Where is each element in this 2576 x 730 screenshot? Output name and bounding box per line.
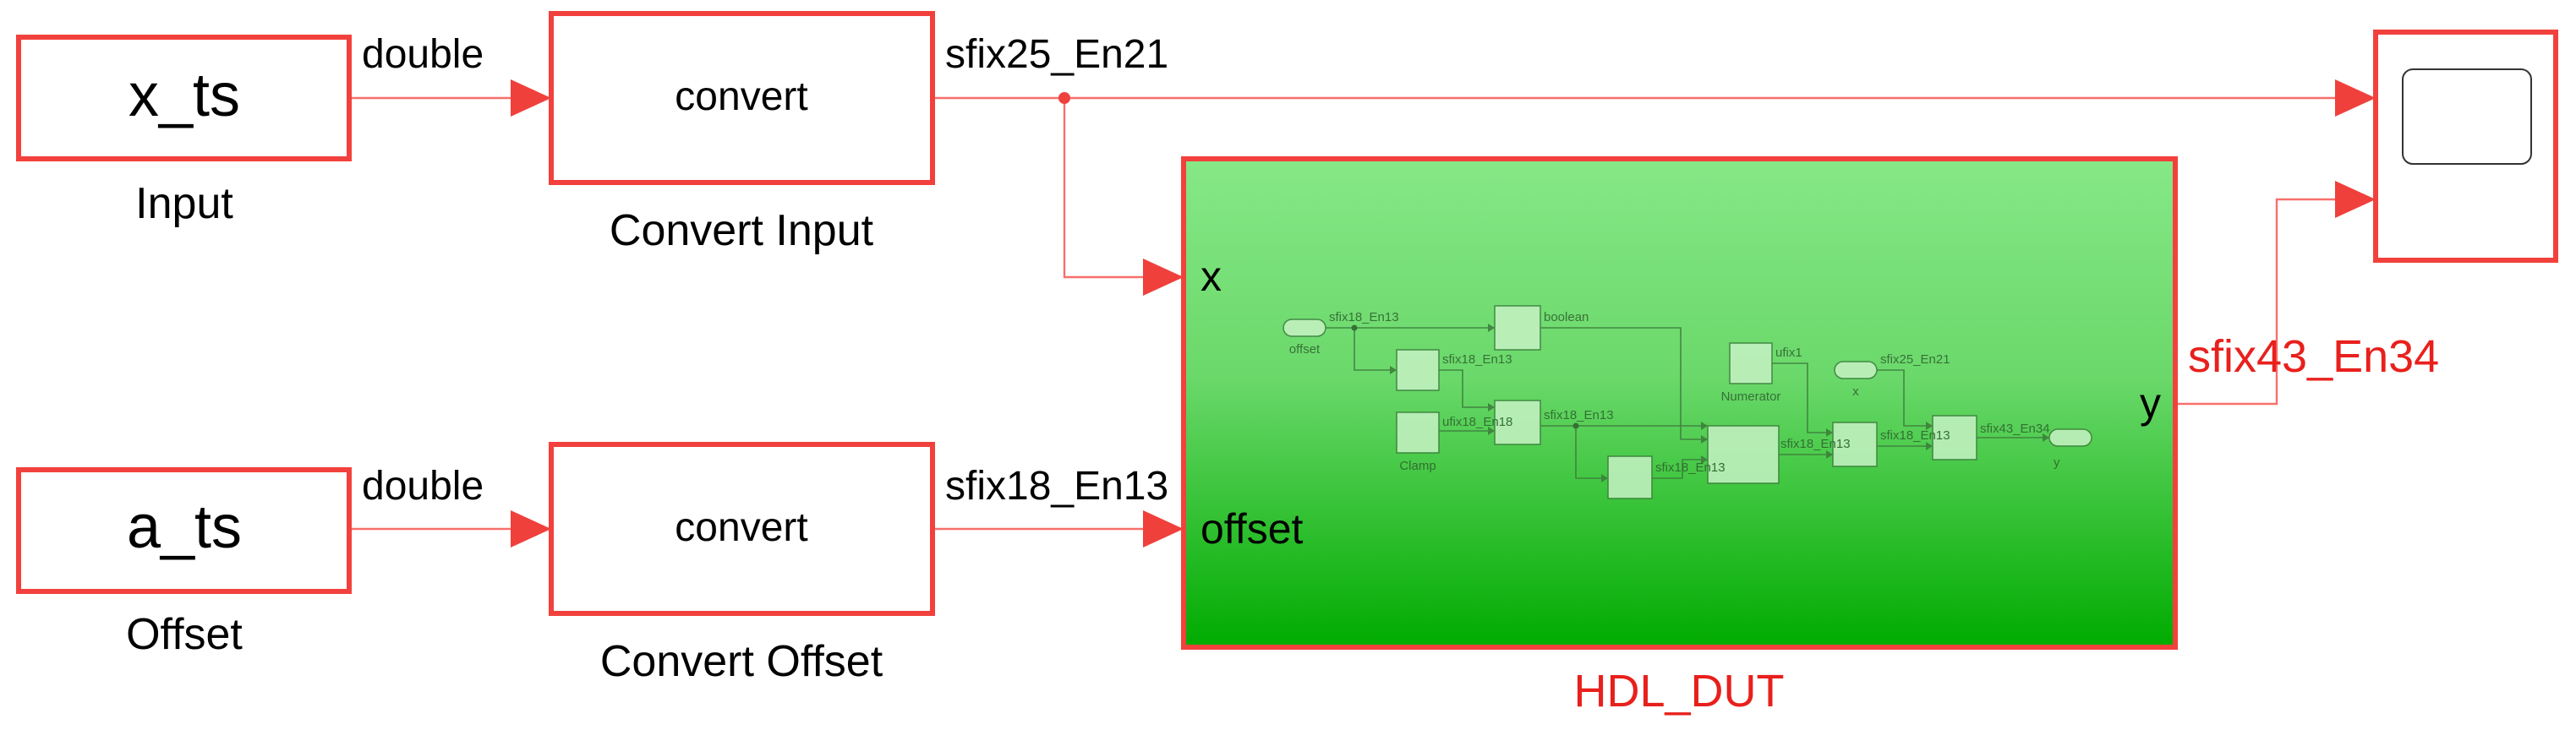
convert-input-block-label: convert — [675, 74, 807, 119]
dut-port-offset-label: offset — [1200, 505, 1303, 553]
inner-wire-b1-to-add — [1439, 369, 1495, 408]
inner-label-mult-out: sfix43_En34 — [1980, 422, 2050, 436]
inner-arrow-13 — [2043, 433, 2049, 442]
x-ts-block[interactable] — [16, 35, 352, 161]
inner-arrow-11 — [1926, 422, 1933, 430]
inner-arrow-9 — [1826, 428, 1833, 437]
inner-numerator-label: Numerator — [1721, 390, 1781, 404]
inner-label-mux-out: sfix18_En13 — [1780, 437, 1851, 451]
inner-arrow-10 — [1826, 450, 1833, 459]
inner-wire-numerator — [1772, 362, 1833, 433]
dut-port-x-label: x — [1200, 253, 1222, 300]
inner-label-clamp-out: ufix18_En18 — [1442, 415, 1512, 429]
convert-offset-caption: Convert Offset — [600, 637, 883, 686]
a-ts-caption: Offset — [126, 610, 243, 659]
inner-wire-branch-down — [1354, 328, 1397, 371]
inner-branch-2 — [1572, 422, 1579, 429]
inner-arrow-12 — [1926, 442, 1933, 450]
inner-block-b2 — [1607, 455, 1653, 499]
inner-inport-offset — [1283, 319, 1326, 337]
inner-branch-1 — [1351, 324, 1358, 331]
arrow-into-dut-x — [1143, 259, 1184, 296]
x-ts-caption: Input — [135, 179, 233, 228]
inner-inport-x — [1834, 361, 1878, 379]
dut-internal-preview: offset x y Clamp Numerator sfix18_En13 b… — [1283, 305, 2092, 499]
signal-label-a-double: double — [362, 464, 484, 509]
arrow-into-convert-input — [511, 79, 551, 117]
convert-input-caption: Convert Input — [610, 206, 874, 255]
arrow-into-scope-2 — [2335, 181, 2376, 218]
arrow-into-dut-offset — [1143, 510, 1184, 548]
inner-inport-offset-label: offset — [1289, 342, 1321, 357]
inner-arrow-8 — [1601, 474, 1608, 482]
a-ts-block[interactable] — [16, 467, 352, 594]
dut-port-y-label: y — [2140, 379, 2161, 427]
hdl-dut-subsystem[interactable] — [1181, 156, 2178, 650]
hdl-dut-caption: HDL_DUT — [1573, 666, 1784, 716]
x-ts-block-label: x_ts — [129, 62, 240, 129]
convert-offset-block-label: convert — [675, 505, 807, 550]
inner-block-compare — [1494, 305, 1541, 351]
inner-arrow-5 — [1701, 422, 1708, 430]
inner-outport-y — [2048, 428, 2092, 447]
inner-block-clamp — [1396, 411, 1440, 454]
wire-branch-to-dut-x[interactable] — [1063, 98, 1148, 279]
inner-arrow-1 — [1488, 324, 1495, 332]
inner-block-add — [1494, 400, 1541, 445]
signal-label-y-out: sfix43_En34 — [2188, 331, 2439, 382]
inner-label-numerator-out: ufix1 — [1775, 346, 1802, 360]
inner-block-mult — [1932, 415, 1977, 460]
inner-block-numerator — [1729, 342, 1773, 384]
inner-label-offset-out: sfix18_En13 — [1329, 310, 1399, 324]
signal-label-x-double: double — [362, 32, 484, 77]
signal-label-x-converted: sfix25_En21 — [945, 32, 1168, 77]
inner-label-x-out: sfix25_En21 — [1880, 352, 1950, 367]
inner-outport-y-label: y — [2054, 455, 2060, 470]
inner-clamp-label: Clamp — [1399, 459, 1436, 473]
a-ts-block-label: a_ts — [127, 493, 242, 561]
inner-arrow-6 — [1701, 435, 1708, 444]
inner-inport-x-label: x — [1852, 384, 1859, 399]
arrow-into-convert-offset — [511, 510, 551, 548]
inner-block-b1 — [1396, 349, 1440, 391]
inner-arrow-7 — [1701, 455, 1708, 464]
inner-wire-x-out — [1877, 369, 1933, 427]
inner-wire-add-branch — [1575, 426, 1608, 479]
arrowheads — [511, 79, 2376, 548]
scope-display-icon — [2402, 68, 2532, 165]
wire-dut-y-to-scope[interactable] — [2175, 198, 2340, 406]
arrow-into-scope-1 — [2335, 79, 2376, 117]
inner-label-boolean: boolean — [1544, 310, 1589, 324]
inner-wire-b2-to-mux — [1652, 459, 1708, 479]
inner-label-add-out: sfix18_En13 — [1544, 408, 1614, 422]
inner-block-prod — [1832, 422, 1878, 467]
signal-label-a-converted: sfix18_En13 — [945, 464, 1168, 509]
convert-offset-block[interactable] — [549, 442, 935, 616]
inner-label-b1-out: sfix18_En13 — [1442, 352, 1512, 367]
signal-lines — [349, 92, 2340, 531]
inner-arrow-2 — [1390, 366, 1397, 374]
inner-wire-boolean — [1540, 327, 1708, 440]
inner-arrow-4 — [1488, 427, 1495, 435]
convert-input-block[interactable] — [549, 11, 935, 185]
inner-label-b2-out: sfix18_En13 — [1655, 460, 1726, 475]
inner-block-mux — [1707, 425, 1780, 484]
branch-point — [1058, 92, 1070, 104]
inner-arrow-3 — [1488, 403, 1495, 411]
inner-label-prod-out: sfix18_En13 — [1880, 428, 1950, 443]
